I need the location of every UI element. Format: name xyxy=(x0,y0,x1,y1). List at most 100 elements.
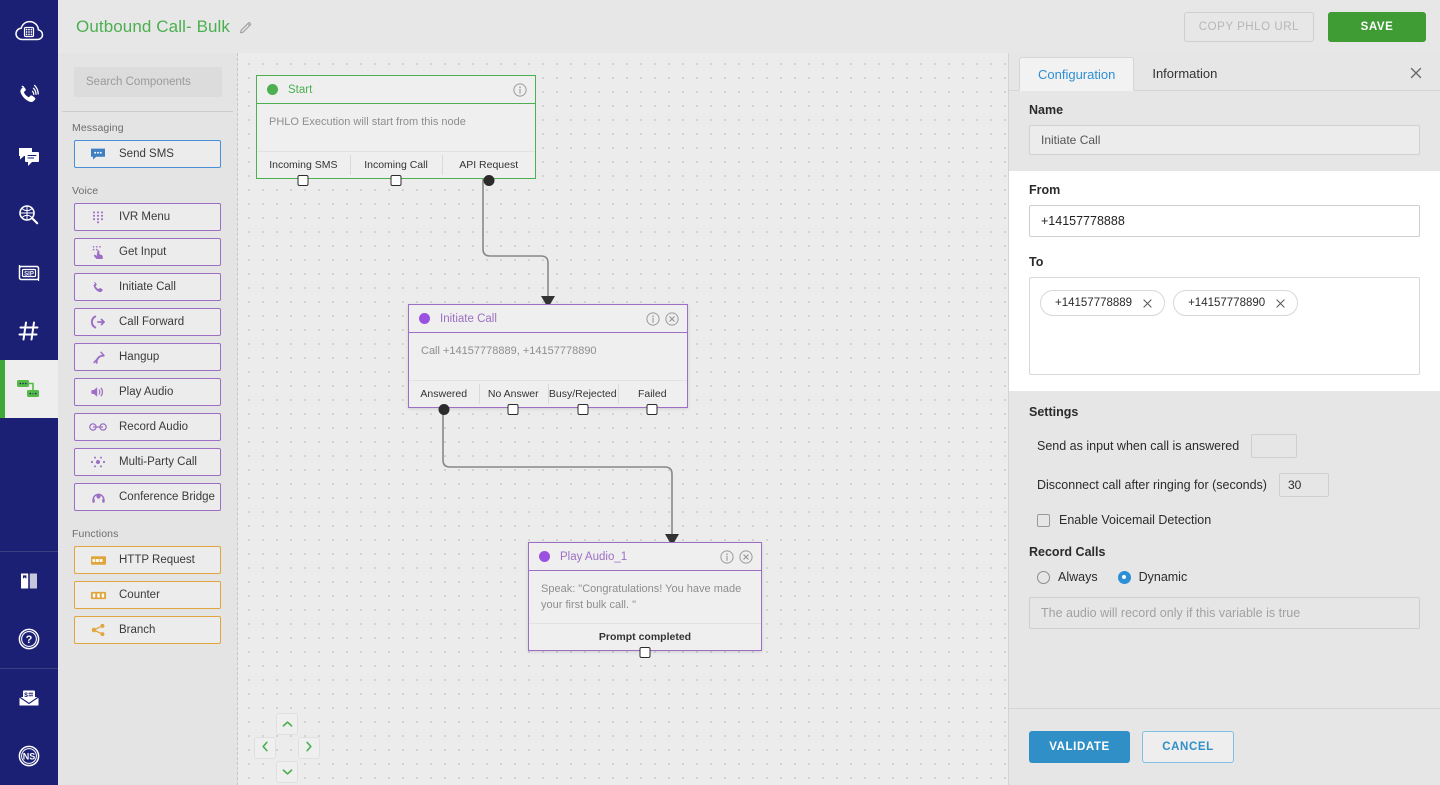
component-label: Counter xyxy=(119,589,160,601)
port-prompt-completed[interactable]: Prompt completed xyxy=(529,624,761,658)
nav-phone-numbers[interactable] xyxy=(0,302,58,360)
port-incoming-sms[interactable]: Incoming SMS xyxy=(257,152,350,186)
component-branch[interactable]: Branch xyxy=(74,616,221,644)
to-chip[interactable]: +14157778890 xyxy=(1173,290,1299,316)
rail-divider-1 xyxy=(0,551,58,552)
port-knob[interactable] xyxy=(577,404,589,415)
component-multi-party-call[interactable]: Multi-Party Call xyxy=(74,448,221,476)
nav-help[interactable]: ? xyxy=(0,610,58,668)
port-knob[interactable] xyxy=(390,175,402,186)
nav-cloud-keypad-logo[interactable] xyxy=(0,0,58,62)
record-calls-options: Always Dynamic xyxy=(1029,570,1420,584)
info-icon[interactable] xyxy=(720,549,734,564)
port-busy-rejected[interactable]: Busy/Rejected xyxy=(548,381,618,415)
node-start-body: PHLO Execution will start from this node xyxy=(257,104,535,152)
component-initiate-call[interactable]: Initiate Call xyxy=(74,273,221,301)
from-input[interactable] xyxy=(1029,205,1420,237)
component-send-sms[interactable]: Send SMS xyxy=(74,140,221,168)
record-calls-title: Record Calls xyxy=(1029,545,1106,559)
port-label: Incoming SMS xyxy=(269,159,338,171)
canvas-pan-down-button[interactable] xyxy=(276,761,298,783)
canvas-pan-up-button[interactable] xyxy=(276,713,298,735)
panel-body: Name From To +14157778889 +14157778890 xyxy=(1009,91,1440,785)
component-http-request[interactable]: HTTP Request xyxy=(74,546,221,574)
port-failed[interactable]: Failed xyxy=(617,381,688,415)
port-knob-connected[interactable] xyxy=(483,175,495,186)
component-record-audio[interactable]: Record Audio xyxy=(74,413,221,441)
close-icon[interactable] xyxy=(665,311,679,326)
port-knob[interactable] xyxy=(639,647,651,658)
save-button[interactable]: SAVE xyxy=(1328,11,1426,42)
port-knob[interactable] xyxy=(507,404,519,415)
search-input[interactable] xyxy=(74,67,222,97)
configuration-panel: Configuration Information Name From To +… xyxy=(1008,53,1440,785)
conference-headset-icon xyxy=(87,490,109,505)
component-label: Initiate Call xyxy=(119,281,176,293)
port-knob[interactable] xyxy=(646,404,658,415)
voicemail-detection-row[interactable]: Enable Voicemail Detection xyxy=(1029,513,1420,527)
close-icon[interactable] xyxy=(739,549,753,564)
nav-voice[interactable] xyxy=(0,62,58,128)
node-play-body: Speak: "Congratulations! You have made y… xyxy=(529,571,761,624)
port-knob-connected[interactable] xyxy=(438,404,450,415)
voicemail-detection-checkbox[interactable] xyxy=(1037,513,1050,527)
port-api-request[interactable]: API Request xyxy=(442,152,535,186)
remove-chip-icon[interactable] xyxy=(1276,298,1285,308)
to-chips-input[interactable]: +14157778889 +14157778890 xyxy=(1029,277,1420,375)
record-variable-input[interactable] xyxy=(1029,597,1420,629)
canvas-pan-left-button[interactable] xyxy=(254,737,276,759)
node-play-audio[interactable]: Play Audio_1 Speak: "Congratulations! Yo… xyxy=(528,542,762,658)
nav-account[interactable]: NS xyxy=(0,727,58,785)
flow-canvas[interactable]: Start PHLO Execution will start from thi… xyxy=(238,53,1008,785)
nav-sip-trunking[interactable]: SIP xyxy=(0,244,58,302)
ns-account-icon: NS xyxy=(16,743,42,769)
pencil-icon[interactable] xyxy=(239,19,254,34)
tab-configuration[interactable]: Configuration xyxy=(1019,57,1135,91)
send-as-input-field[interactable] xyxy=(1251,434,1298,458)
svg-text:$: $ xyxy=(24,692,28,699)
component-conference-bridge[interactable]: Conference Bridge xyxy=(74,483,221,511)
component-get-input[interactable]: Get Input xyxy=(74,238,221,266)
node-start[interactable]: Start PHLO Execution will start from thi… xyxy=(256,75,536,186)
nav-lookup[interactable] xyxy=(0,186,58,244)
docs-book-icon xyxy=(17,569,41,593)
close-icon[interactable] xyxy=(1408,65,1424,81)
port-no-answer[interactable]: No Answer xyxy=(478,381,549,415)
nav-docs[interactable] xyxy=(0,552,58,610)
info-icon[interactable] xyxy=(646,311,660,326)
info-icon[interactable] xyxy=(513,82,527,97)
component-hangup[interactable]: Hangup xyxy=(74,343,221,371)
node-initiate-title: Initiate Call xyxy=(440,312,497,325)
phlo-flow-icon xyxy=(14,376,44,402)
canvas-pan-right-button[interactable] xyxy=(298,737,320,759)
cancel-button[interactable]: CANCEL xyxy=(1142,731,1234,763)
messages-icon xyxy=(16,145,42,169)
component-counter[interactable]: Counter xyxy=(74,581,221,609)
search-divider xyxy=(62,111,233,112)
port-knob[interactable] xyxy=(297,175,309,186)
tab-information[interactable]: Information xyxy=(1152,65,1218,81)
validate-button[interactable]: VALIDATE xyxy=(1029,731,1130,763)
record-dynamic-radio[interactable] xyxy=(1117,570,1131,584)
nav-phlo[interactable] xyxy=(0,360,58,418)
branch-share-icon xyxy=(87,623,109,637)
nav-billing[interactable]: $ xyxy=(0,669,58,727)
component-ivr-menu[interactable]: IVR Menu xyxy=(74,203,221,231)
hand-keypad-icon xyxy=(87,245,109,260)
svg-text:NS: NS xyxy=(23,752,36,762)
primary-nav-rail: SIP xyxy=(0,0,58,785)
copy-phlo-url-button[interactable]: COPY PHLO URL xyxy=(1183,11,1314,42)
to-chip[interactable]: +14157778889 xyxy=(1040,290,1166,316)
disconnect-seconds-input[interactable] xyxy=(1278,473,1329,497)
port-answered[interactable]: Answered xyxy=(409,381,479,415)
hash-number-icon xyxy=(16,318,42,344)
component-play-audio[interactable]: Play Audio xyxy=(74,378,221,406)
node-initiate-call[interactable]: Initiate Call Call +14157778889, +141577… xyxy=(408,304,688,415)
nav-messaging[interactable] xyxy=(0,128,58,186)
remove-chip-icon[interactable] xyxy=(1143,298,1152,308)
record-always-radio[interactable] xyxy=(1037,570,1050,584)
svg-text:SIP: SIP xyxy=(24,271,34,277)
component-call-forward[interactable]: Call Forward xyxy=(74,308,221,336)
port-incoming-call[interactable]: Incoming Call xyxy=(349,152,443,186)
name-input[interactable] xyxy=(1029,125,1420,155)
